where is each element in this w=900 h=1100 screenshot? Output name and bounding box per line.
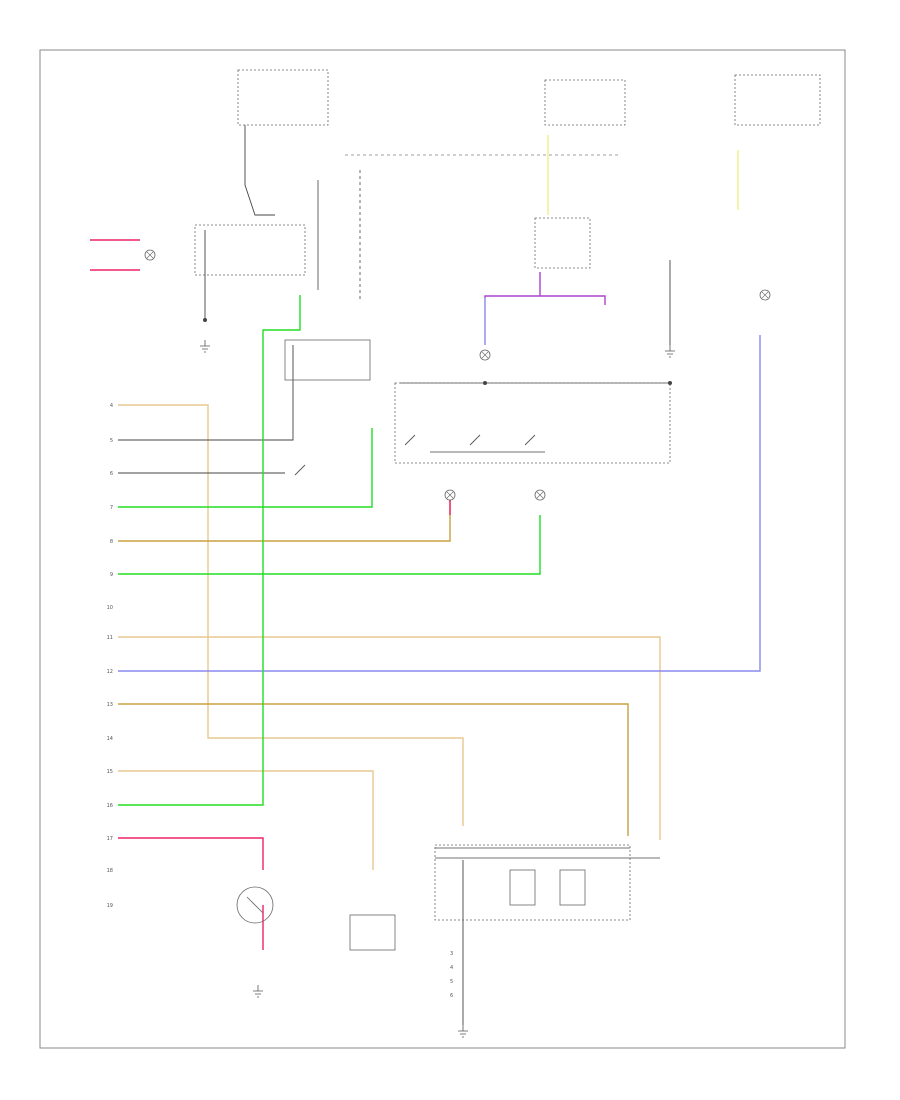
ground-left	[200, 340, 210, 353]
ground-lower	[458, 1025, 468, 1038]
pin-label: 15	[107, 769, 113, 775]
pin-label: 9	[110, 572, 113, 578]
wire-purple-top	[484, 295, 606, 305]
wire-olive-pin-8	[118, 500, 451, 542]
combination-switch	[236, 886, 274, 924]
splice-center	[483, 381, 487, 385]
wire-pin-5	[118, 345, 294, 441]
control-module-lower	[434, 844, 631, 921]
pin-label: 8	[110, 539, 113, 545]
fuse-block-top-center	[544, 79, 626, 126]
wire-olive-pin-13	[118, 703, 629, 836]
indicator-bulb-lower-left	[444, 489, 456, 501]
pin-label: 14	[107, 736, 113, 742]
switch-cluster-1	[404, 434, 416, 446]
diagram-border	[39, 49, 846, 1049]
fuse-label: 6	[450, 993, 453, 999]
combination-switch-contact	[246, 896, 264, 914]
indicator-bulb-left	[144, 249, 156, 261]
pin-label: 16	[107, 803, 113, 809]
switch-pin-6	[294, 464, 306, 476]
fuse-label: 3	[450, 951, 453, 957]
wire-green-pin-9	[118, 515, 541, 575]
component-layer	[144, 69, 821, 1038]
wire-blue-pin-12	[118, 335, 761, 672]
switch-cluster-3	[524, 434, 536, 446]
relay-center	[534, 217, 591, 269]
pin-label: 18	[107, 868, 113, 874]
fuse-block-top-left	[237, 69, 329, 126]
fuse-label: 4	[450, 965, 453, 971]
pin-label: 6	[110, 471, 113, 477]
wire-tan-pin-15	[118, 770, 374, 870]
instrument-cluster	[394, 382, 671, 464]
pin-label: 13	[107, 702, 113, 708]
pin-label-layer: 4 5 6 7 8 9 10 11 12 13 14 15 16 17 18 19 3 4 5 6	[107, 403, 454, 999]
indicator-bulb-center	[479, 349, 491, 361]
fuse-label: 5	[450, 979, 453, 985]
cruise-control-unit	[194, 224, 306, 276]
pin-label: 12	[107, 669, 113, 675]
brake-switch	[284, 339, 371, 381]
wire-green-pin-7	[118, 428, 373, 508]
splice-right	[668, 381, 672, 385]
wire-red-pin-17	[118, 837, 264, 870]
indicator-bulb-lower-right-filament	[536, 491, 544, 499]
indicator-bulb-lower-right	[534, 489, 546, 501]
ground-bottom-left	[253, 985, 263, 998]
indicator-bulb-right	[759, 289, 771, 301]
fuse-block-top-right	[734, 74, 821, 126]
relay-lower-left	[509, 869, 536, 906]
indicator-bulb-lower-left-filament	[446, 491, 454, 499]
relay-lower-right	[559, 869, 586, 906]
switch-cluster-2	[469, 434, 481, 446]
wire-tan-pin-4	[118, 404, 464, 826]
indicator-bulb-right-filament	[761, 291, 769, 299]
wire-tan-pin-11	[118, 636, 661, 840]
wire-ignition-switch	[244, 125, 275, 216]
wire-layer	[90, 125, 761, 1025]
indicator-bulb-center-filament	[481, 351, 489, 359]
pin-label: 7	[110, 505, 113, 511]
pin-label: 19	[107, 903, 113, 909]
pin-label: 10	[107, 605, 113, 611]
wire-green-pin-16	[118, 295, 301, 806]
pin-label: 5	[110, 438, 113, 444]
indicator-bulb-left-filament	[146, 251, 154, 259]
ground-right	[665, 345, 675, 358]
splice-left	[203, 318, 207, 322]
pin-label: 17	[107, 836, 113, 842]
pin-label: 11	[107, 635, 113, 641]
actuator-box	[349, 914, 396, 951]
pin-label: 4	[110, 403, 113, 409]
